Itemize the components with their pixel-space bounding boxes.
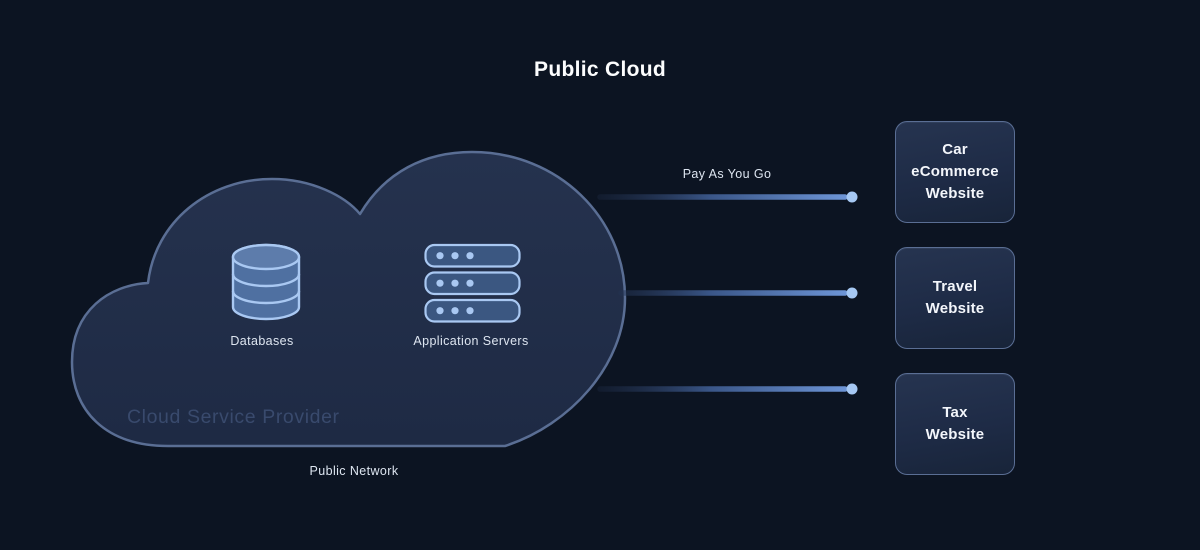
cloud-shape	[70, 150, 627, 448]
website-node-label: Travel Website	[925, 278, 985, 317]
connector-endpoint-dot	[846, 191, 858, 203]
server-stack-icon	[424, 243, 521, 323]
connector-endpoint-dot	[846, 287, 858, 299]
cloud-service-provider-label: Cloud Service Provider	[127, 406, 340, 428]
app-servers-node	[424, 243, 521, 328]
application-servers-label: Application Servers	[413, 334, 529, 348]
database-icon	[231, 243, 301, 321]
databases-node	[231, 243, 301, 326]
website-node-travel: Travel Website	[895, 247, 1015, 349]
public-network-label: Public Network	[309, 464, 399, 478]
website-node-car-ecommerce: Car eCommerce Website	[895, 121, 1015, 223]
website-node-tax: Tax Website	[895, 373, 1015, 475]
diagram-title: Public Cloud	[534, 58, 666, 81]
website-node-label: Car eCommerce Website	[911, 141, 999, 202]
connector-endpoint-dot	[846, 383, 858, 395]
website-node-label: Tax Website	[925, 404, 985, 443]
databases-label: Databases	[230, 334, 294, 348]
pay-as-you-go-label: Pay As You Go	[682, 167, 772, 181]
